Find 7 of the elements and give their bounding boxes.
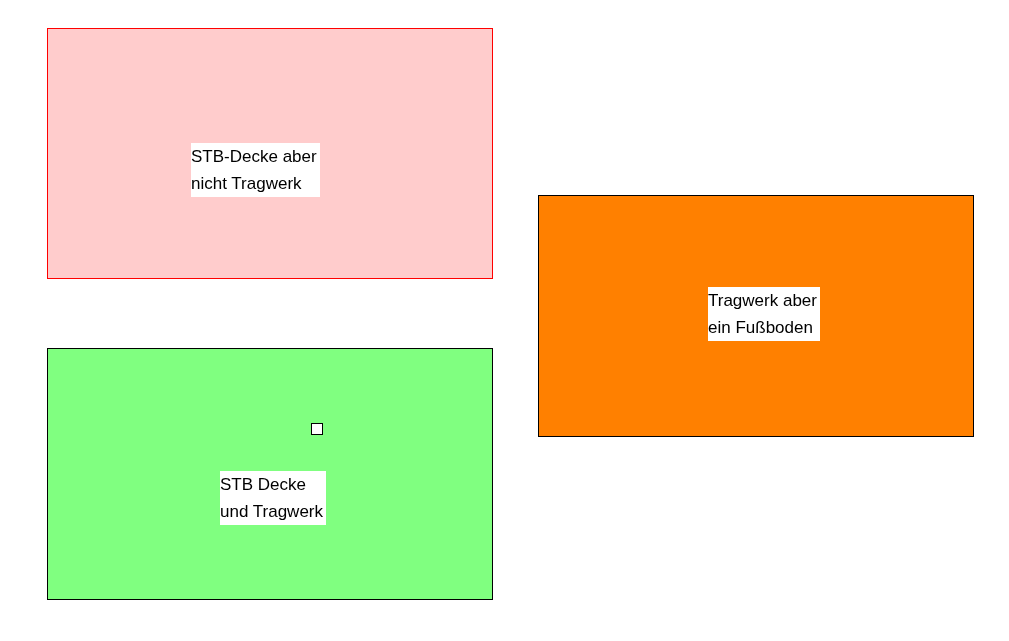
region-box xyxy=(538,195,974,437)
node-label: STB Decke und Tragwerk xyxy=(220,471,326,525)
region-box xyxy=(47,348,493,600)
node-label: Tragwerk aber ein Fußboden xyxy=(708,287,820,341)
region-box xyxy=(47,28,493,279)
small-square xyxy=(311,423,323,435)
node-label: STB-Decke aber nicht Tragwerk xyxy=(191,143,320,197)
